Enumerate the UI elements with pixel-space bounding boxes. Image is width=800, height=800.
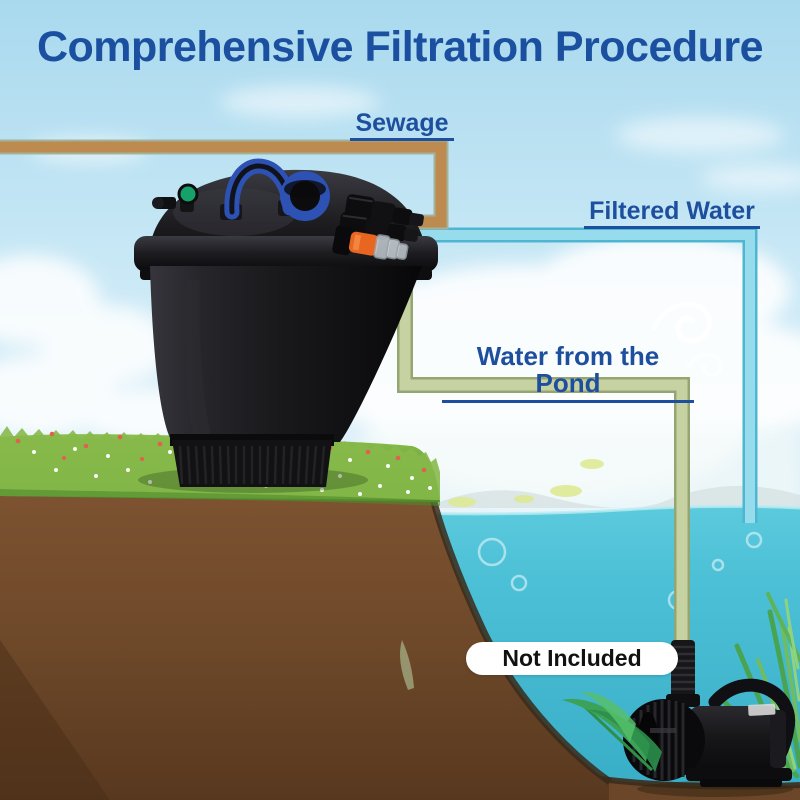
- filter-left-fitting: [152, 197, 176, 209]
- filter-indicator: [177, 183, 199, 212]
- aquatic-plants-back: [400, 592, 800, 779]
- filter-base: [170, 434, 334, 487]
- label-filtered-water: Filtered Water: [584, 198, 760, 230]
- filter-body: [150, 266, 422, 442]
- label-water-from-pond: Water from the Pond: [442, 342, 694, 403]
- not-included-badge: Not Included: [466, 642, 678, 675]
- filter-dial-knob: [280, 171, 330, 221]
- filter-orange-nozzle: [332, 225, 409, 260]
- dirt-bank: [0, 494, 613, 800]
- pressure-filter: [134, 158, 438, 493]
- pump-body: [688, 706, 780, 772]
- filtered-water-pipe: [406, 227, 758, 523]
- pump-label: [748, 703, 776, 716]
- page-title: Comprehensive Filtration Procedure: [36, 23, 764, 71]
- cloud-swirl-icon: [651, 301, 723, 378]
- label-sewage: Sewage: [350, 110, 454, 142]
- duckweed: [448, 459, 604, 507]
- aquatic-plants-front: [562, 691, 662, 772]
- sewage-pipe: [0, 139, 449, 230]
- filter-outlets: [332, 194, 424, 260]
- pond-water-pipe: [397, 243, 690, 650]
